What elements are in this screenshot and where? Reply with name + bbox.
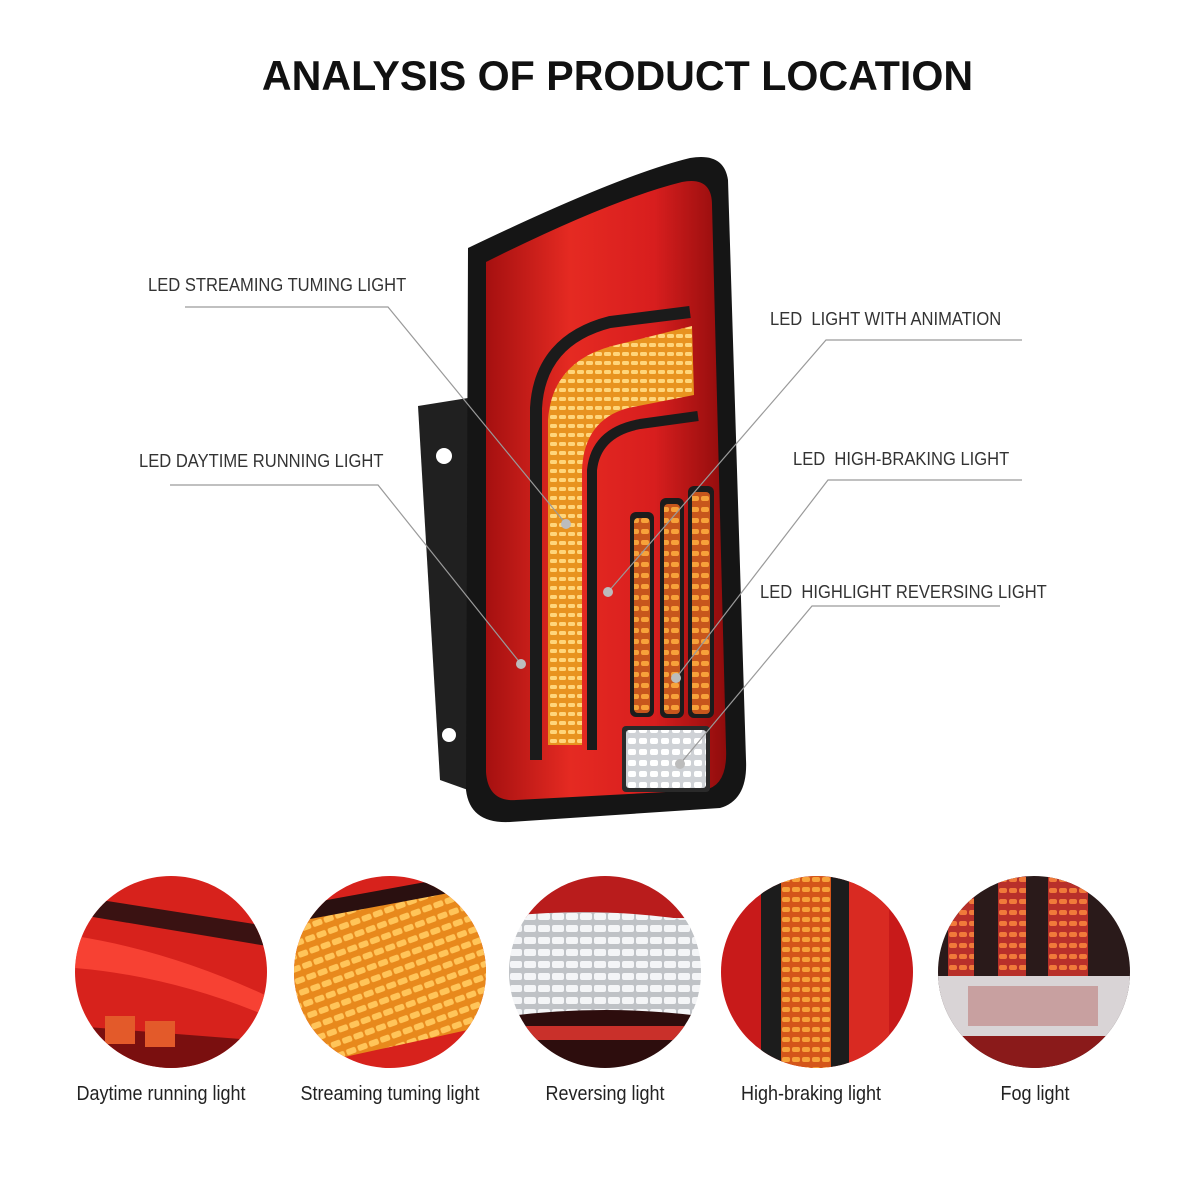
- leader-markers: [516, 519, 685, 769]
- turn-signal-closeup-icon: [294, 876, 486, 1068]
- callout-reversing: LED HIGHLIGHT REVERSING LIGHT: [760, 582, 1047, 602]
- callout-daytime-running: LED DAYTIME RUNNING LIGHT: [139, 451, 384, 471]
- brake-bar: [692, 492, 710, 714]
- page-title: ANALYSIS OF PRODUCT LOCATION: [261, 52, 974, 99]
- brake-bar: [634, 518, 650, 713]
- reverse-light-closeup-icon: [509, 876, 701, 1068]
- leader-line: [607, 339, 1022, 593]
- product-diagram: LED STREAMING TUMING LIGHT LED DAYTIME R…: [139, 156, 1047, 823]
- bolt-hole: [442, 728, 456, 742]
- detail-caption: Daytime running light: [76, 1083, 246, 1105]
- detail-caption: High-braking light: [740, 1083, 882, 1105]
- leader-line: [675, 479, 1022, 679]
- fog-light-closeup-icon: [938, 876, 1130, 1068]
- mounting-bracket: [418, 398, 468, 790]
- brake-bar: [664, 504, 680, 714]
- streaming-turn-signal: [548, 326, 694, 745]
- reversing-lamp: [626, 730, 706, 788]
- leader-lines: [170, 306, 1022, 765]
- callout-streaming-turn: LED STREAMING TUMING LIGHT: [148, 275, 407, 295]
- brake-light-closeup-icon: [721, 876, 913, 1068]
- bolt-hole: [436, 448, 452, 464]
- detail-caption: Fog light: [1000, 1083, 1070, 1105]
- detail-caption: Reversing light: [545, 1083, 665, 1105]
- callout-high-braking: LED HIGH-BRAKING LIGHT: [793, 449, 1010, 469]
- inner-frame: [530, 306, 691, 760]
- leader-line: [170, 484, 522, 665]
- detail-caption: Streaming tuming light: [300, 1083, 480, 1105]
- leader-line: [185, 306, 567, 525]
- callout-animation: LED LIGHT WITH ANIMATION: [770, 309, 1002, 329]
- leader-line: [679, 605, 1000, 765]
- daytime-light-closeup-icon: [75, 876, 267, 1068]
- tail-light-illustration: [170, 156, 1022, 823]
